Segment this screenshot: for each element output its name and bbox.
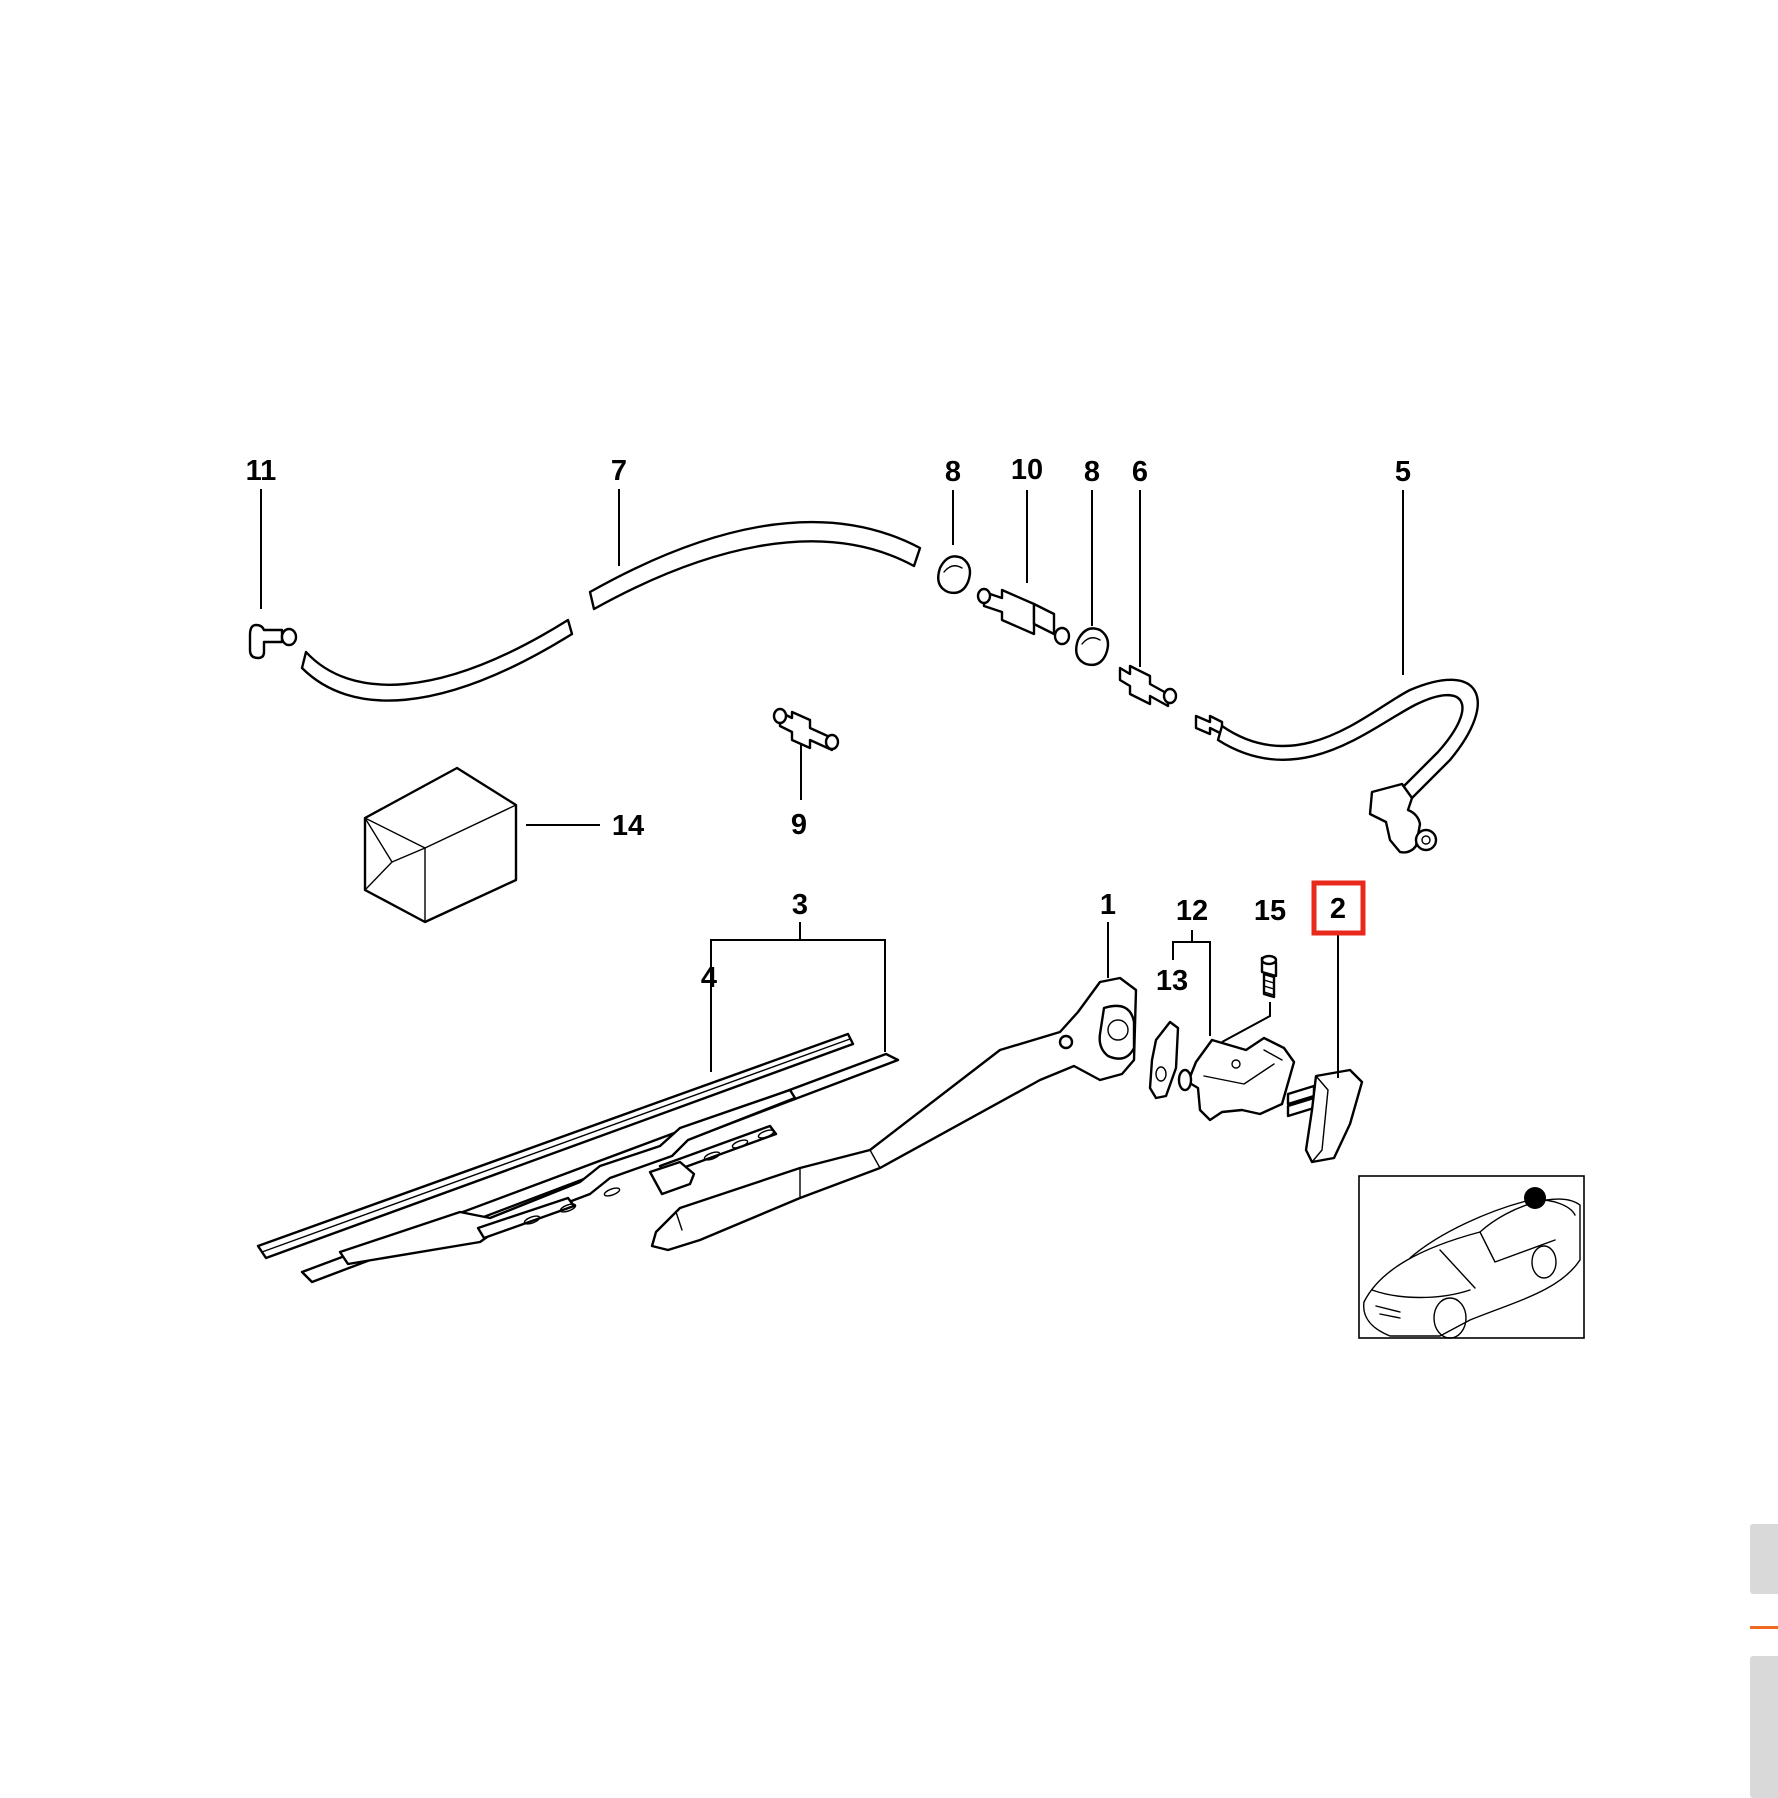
part-6-connector[interactable]	[1118, 664, 1178, 708]
callout-5[interactable]: 5	[1395, 456, 1411, 488]
callout-12[interactable]: 12	[1176, 895, 1208, 927]
callout-8[interactable]: 8	[945, 456, 961, 488]
part-10-check-valve[interactable]	[976, 587, 1071, 646]
part-8-hose-clamp-right[interactable]	[1075, 627, 1110, 667]
callout-8-second[interactable]: 8	[1084, 456, 1100, 488]
callout-15[interactable]: 15	[1254, 895, 1286, 927]
edge-thumbnail-accent-bar	[1750, 1626, 1778, 1629]
leader-lines	[260, 489, 1404, 1078]
part-11-elbow-connector[interactable]	[248, 623, 298, 660]
highlight-box	[1311, 880, 1366, 936]
part-1-wiper-arm[interactable]	[650, 976, 1138, 1252]
callout-2-highlighted[interactable]: 2	[1311, 880, 1366, 936]
part-12-bracket[interactable]	[1177, 1036, 1296, 1122]
callout-10[interactable]: 10	[1011, 454, 1043, 486]
part-8-hose-clamp-left[interactable]	[937, 555, 972, 595]
callout-labels: 11 7 8 10 8 6 5 14 9 3 4 1 12 13 15 2	[246, 454, 1411, 997]
callout-3[interactable]: 3	[792, 889, 808, 921]
part-5-nozzle-hose[interactable]	[1194, 678, 1479, 854]
part-3-wiper-blade[interactable]	[300, 1052, 900, 1284]
edge-thumbnail-top[interactable]	[1750, 1524, 1778, 1594]
edge-thumbnail-bottom[interactable]	[1750, 1656, 1778, 1798]
callout-11[interactable]: 11	[246, 455, 277, 487]
part-9-connector[interactable]	[772, 707, 840, 752]
callout-13[interactable]: 13	[1156, 965, 1188, 997]
callout-14[interactable]: 14	[612, 810, 644, 842]
part-15-screw[interactable]	[1260, 954, 1278, 999]
callout-7[interactable]: 7	[611, 455, 627, 487]
callout-6[interactable]: 6	[1132, 456, 1148, 488]
callout-2[interactable]: 2	[1330, 893, 1346, 925]
part-4-wiper-rubber-refill[interactable]	[256, 1032, 855, 1260]
part-13-gasket[interactable]	[1148, 1020, 1180, 1100]
callout-9[interactable]: 9	[791, 809, 807, 841]
vehicle-location-thumbnail	[1358, 1175, 1585, 1339]
part-14-box[interactable]	[363, 766, 518, 924]
part-2-cover-cap[interactable]	[1286, 1068, 1364, 1164]
hose-assembly	[248, 520, 1479, 854]
callout-1[interactable]: 1	[1100, 889, 1116, 921]
callout-4[interactable]: 4	[701, 962, 717, 994]
part-7-water-hose[interactable]	[300, 520, 922, 702]
